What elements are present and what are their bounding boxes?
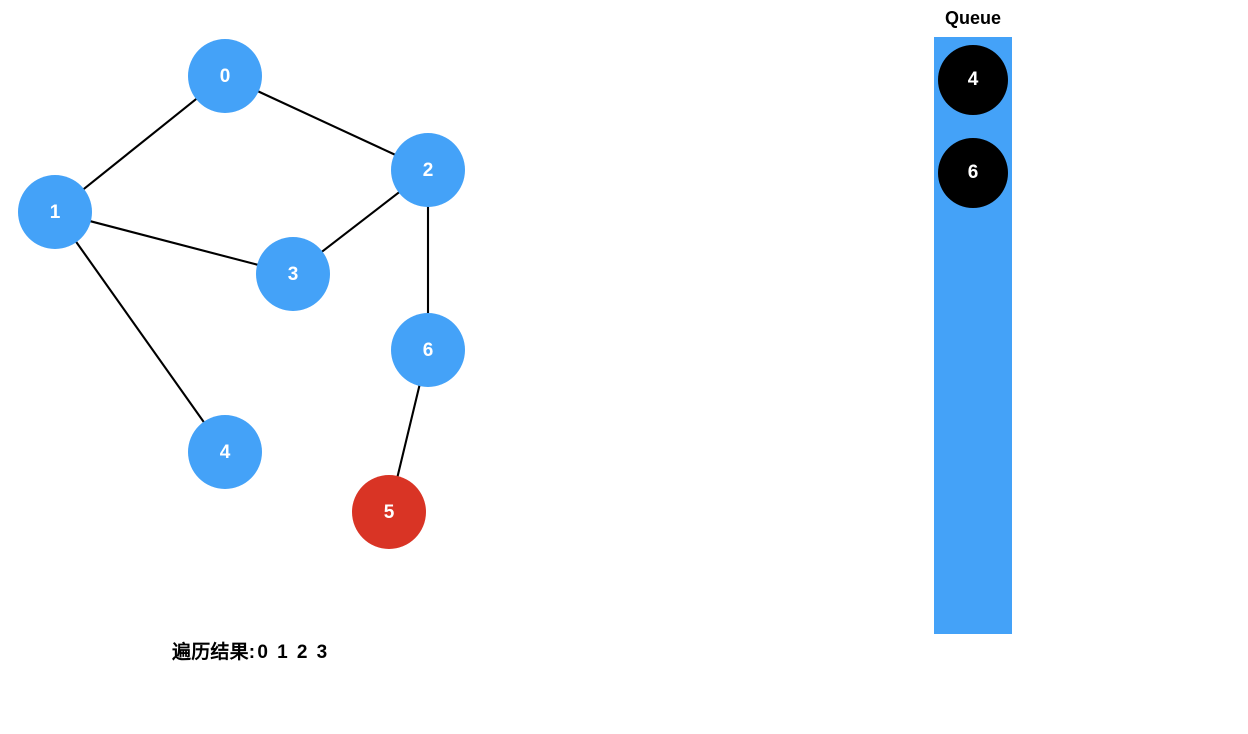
- queue-title: Queue: [944, 8, 1001, 28]
- graph-node-label: 1: [49, 201, 61, 223]
- graph-node-4[interactable]: 4: [188, 415, 262, 489]
- graph-edge-1-3: [88, 220, 260, 266]
- traversal-value: 2: [296, 642, 308, 663]
- traversal-result-label: 遍历结果:: [172, 642, 256, 663]
- queue-item-label: 6: [967, 162, 979, 183]
- graph-node-3[interactable]: 3: [256, 237, 330, 311]
- graph-node-5[interactable]: 5: [352, 475, 426, 549]
- queue-item[interactable]: 6: [938, 138, 1008, 208]
- graph-edges-layer: [74, 90, 430, 479]
- traversal-value: 0: [257, 642, 269, 663]
- graph-node-1[interactable]: 1: [18, 175, 92, 249]
- queue-item[interactable]: 4: [938, 45, 1008, 115]
- graph-node-label: 3: [287, 263, 299, 285]
- traversal-value: 1: [277, 642, 288, 663]
- graph-edge-0-2: [256, 90, 397, 156]
- graph-node-0[interactable]: 0: [188, 39, 262, 113]
- graph-node-label: 2: [422, 159, 434, 181]
- graph-canvas: 0 1 2 3 4 5 6: [18, 39, 465, 549]
- graph-edge-1-4: [74, 240, 206, 424]
- graph-node-label: 4: [219, 441, 231, 463]
- graph-edge-0-1: [82, 97, 198, 191]
- queue-item-label: 4: [967, 69, 979, 90]
- graph-node-label: 0: [219, 65, 231, 87]
- graph-node-label: 5: [383, 501, 395, 523]
- graph-node-label: 6: [422, 339, 434, 361]
- graph-edge-6-5: [396, 383, 421, 479]
- graph-node-6[interactable]: 6: [391, 313, 465, 387]
- graph-edge-2-3: [320, 190, 401, 254]
- graph-node-2[interactable]: 2: [391, 133, 465, 207]
- traversal-value: 3: [316, 642, 328, 663]
